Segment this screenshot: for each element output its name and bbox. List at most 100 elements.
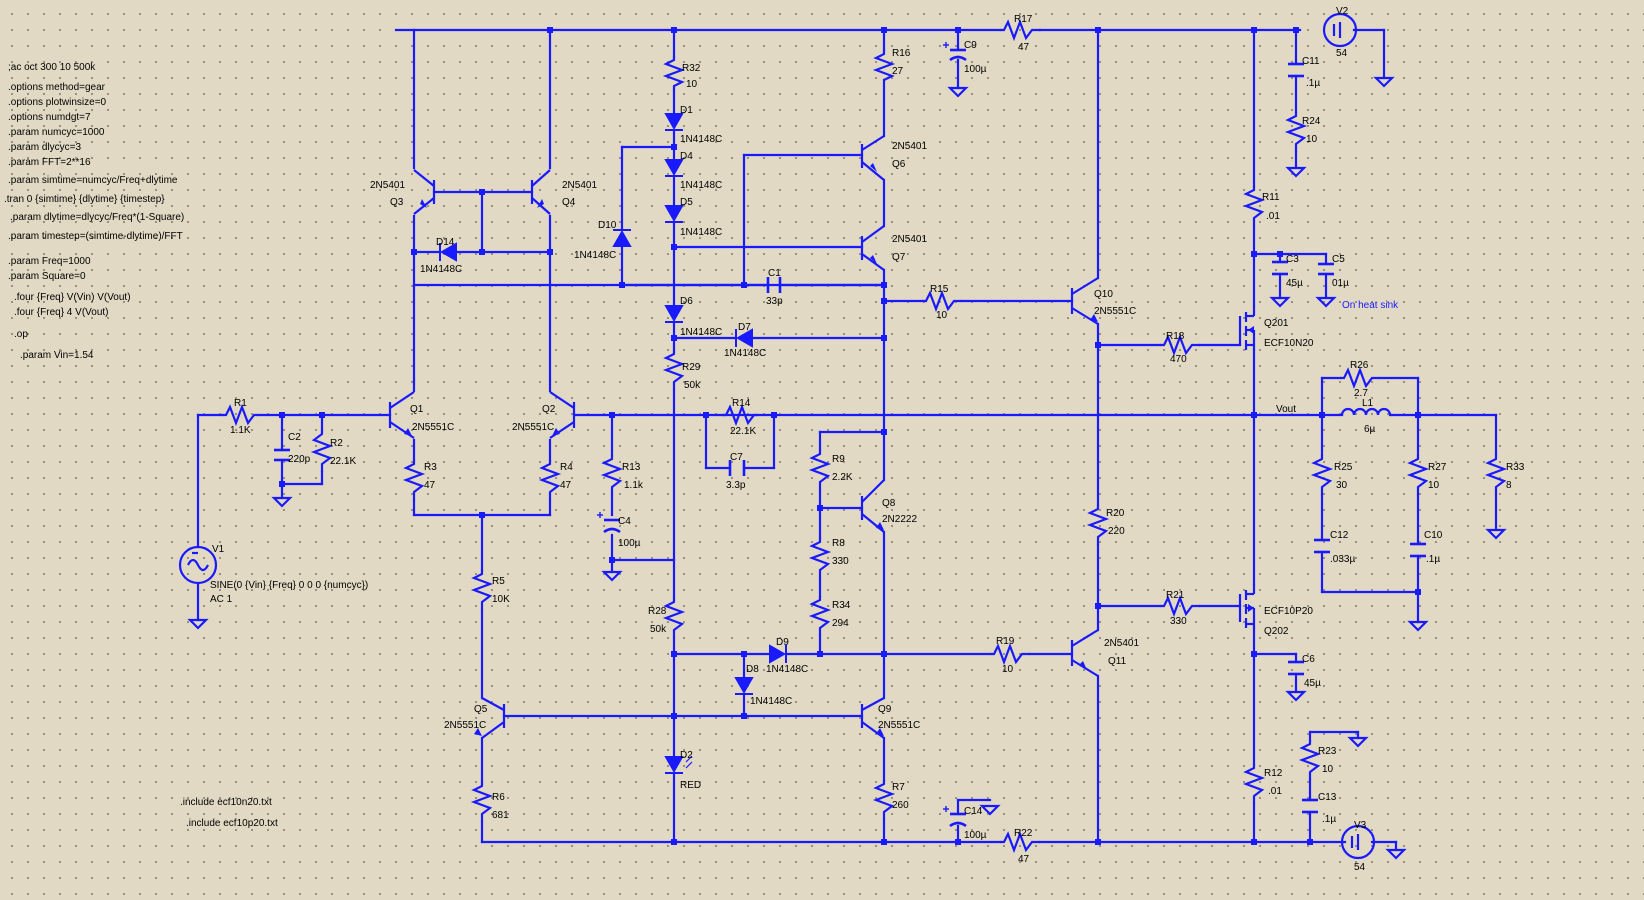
directive-options-plotwinsize[interactable]: .options plotwinsize=0 <box>8 97 107 108</box>
diode-d2[interactable] <box>664 756 684 774</box>
resistor-r26[interactable] <box>1340 366 1380 390</box>
resistor-r18[interactable] <box>1160 333 1200 357</box>
directive-param-timestep[interactable]: .param timestep=(simtime-dlytime)/FFT <box>8 231 183 242</box>
resistor-r33[interactable] <box>1484 455 1508 495</box>
directive-options-numdgt[interactable]: .options numdgt=7 <box>8 112 91 123</box>
diode-d7[interactable] <box>735 328 753 348</box>
capacitor-c2[interactable] <box>274 448 290 462</box>
directive-four-2[interactable]: .four {Freq} 4 V(Vout) <box>14 307 109 318</box>
capacitor-c4[interactable] <box>603 518 621 534</box>
capacitor-c10[interactable] <box>1410 542 1426 558</box>
capacitor-c6[interactable] <box>1288 660 1304 676</box>
junction-dot <box>741 713 747 719</box>
resistor-r13[interactable] <box>600 455 624 495</box>
resistor-r14[interactable] <box>722 403 758 427</box>
capacitor-c5[interactable] <box>1318 262 1334 276</box>
transistor-q9[interactable] <box>860 697 885 739</box>
directive-op[interactable]: .op <box>14 329 28 340</box>
resistor-r22[interactable] <box>1000 830 1040 854</box>
transistor-q4[interactable] <box>530 169 551 215</box>
capacitor-c1[interactable] <box>766 277 782 293</box>
directive-include-p[interactable]: .include ecf10p20.txt <box>186 818 278 829</box>
mosfet-q202[interactable] <box>1238 584 1256 628</box>
resistor-r15[interactable] <box>922 289 962 313</box>
resistor-r28[interactable] <box>662 598 686 638</box>
junction-dot <box>671 27 677 33</box>
label-q5-value: 2N5551C <box>444 720 486 731</box>
transistor-q3[interactable] <box>413 169 436 215</box>
resistor-r11[interactable] <box>1242 186 1266 226</box>
directive-param-dlytime[interactable]: .param dlytime=dlycyc/Freq*(1-Square) <box>10 212 185 223</box>
resistor-r2[interactable] <box>310 430 334 472</box>
resistor-r23[interactable] <box>1298 740 1322 780</box>
source-v1[interactable] <box>178 545 218 585</box>
label-c2-value: 220p <box>288 454 311 465</box>
resistor-r20[interactable] <box>1086 505 1110 545</box>
label-r24-name: R24 <box>1302 116 1321 127</box>
directive-tran[interactable]: .tran 0 {simtime} {dlytime} {timestep} <box>4 194 165 205</box>
resistor-r25[interactable] <box>1310 455 1334 495</box>
diode-d10[interactable] <box>612 229 632 247</box>
junction-dot <box>1251 412 1257 418</box>
resistor-r3[interactable] <box>402 460 426 500</box>
directive-param-square[interactable]: .param Square=0 <box>8 271 86 282</box>
resistor-r34[interactable] <box>808 596 832 636</box>
junctions <box>279 27 1421 845</box>
diode-d8[interactable] <box>734 677 754 695</box>
transistor-q6[interactable] <box>860 135 885 181</box>
directive-param-numcyc[interactable]: .param numcyc=1000 <box>8 127 105 138</box>
directive-options-method[interactable]: .options method=gear <box>8 82 106 93</box>
ground-symbol <box>1285 166 1307 178</box>
source-v3[interactable] <box>1340 824 1376 860</box>
capacitor-c9[interactable] <box>949 48 967 62</box>
diode-d6[interactable] <box>664 305 684 323</box>
resistor-r29[interactable] <box>662 350 686 390</box>
directive-include-n[interactable]: .include ecf10n20.txt <box>180 797 272 808</box>
capacitor-c12[interactable] <box>1314 538 1330 554</box>
source-v2[interactable] <box>1322 12 1358 48</box>
resistor-r6[interactable] <box>470 782 494 822</box>
capacitor-c13[interactable] <box>1302 798 1318 814</box>
capacitor-c3[interactable] <box>1272 260 1288 276</box>
transistor-q1[interactable] <box>388 380 416 439</box>
directive-ac[interactable]: ;ac oct 300 10 500k <box>8 62 96 73</box>
diode-d1[interactable] <box>664 113 684 131</box>
resistor-r24[interactable] <box>1284 112 1308 152</box>
label-r18-name: R18 <box>1166 331 1185 342</box>
directive-param-vin[interactable]: .param Vin=1.54 <box>20 350 94 361</box>
resistor-r17[interactable] <box>1000 18 1040 42</box>
transistor-q10[interactable] <box>1070 277 1099 325</box>
directive-param-freq[interactable]: .param Freq=1000 <box>8 256 91 267</box>
transistor-q11[interactable] <box>1070 629 1099 677</box>
diode-d9[interactable] <box>769 644 787 664</box>
capacitor-c11[interactable] <box>1288 62 1304 78</box>
label-q5-name: Q5 <box>474 704 488 715</box>
resistor-r1[interactable] <box>222 403 258 427</box>
resistor-r5[interactable] <box>470 570 494 610</box>
resistor-r27[interactable] <box>1406 455 1430 495</box>
directive-param-dlycyc[interactable]: .param dlycyc=3 <box>8 142 82 153</box>
transistor-q7[interactable] <box>860 225 885 271</box>
transistor-q5[interactable] <box>481 697 506 739</box>
capacitor-c14[interactable] <box>949 812 967 828</box>
diode-d14[interactable] <box>439 242 457 262</box>
resistor-r7[interactable] <box>872 780 896 820</box>
label-q3-name: Q3 <box>390 197 404 208</box>
inductor-l1[interactable] <box>1340 407 1392 417</box>
resistor-r19[interactable] <box>990 642 1030 666</box>
resistor-r9[interactable] <box>808 450 832 490</box>
resistor-r32[interactable] <box>662 56 686 90</box>
resistor-r8[interactable] <box>808 538 832 578</box>
resistor-r16[interactable] <box>872 50 896 81</box>
directive-param-fft[interactable]: .param FFT=2**16 <box>8 157 91 168</box>
capacitor-c7[interactable] <box>728 460 746 476</box>
directive-four-1[interactable]: .four {Freq} V(Vin) V(Vout) <box>14 292 131 303</box>
directive-param-simtime[interactable]: .param simtime=numcyc/Freq+dlytime <box>8 175 178 186</box>
resistor-r4[interactable] <box>538 460 562 500</box>
diode-d5[interactable] <box>664 205 684 223</box>
resistor-r12[interactable] <box>1242 764 1266 804</box>
label-r8-name: R8 <box>832 538 845 549</box>
diode-d4[interactable] <box>664 159 684 177</box>
junction-dot <box>1251 251 1257 257</box>
resistor-r21[interactable] <box>1160 594 1200 618</box>
